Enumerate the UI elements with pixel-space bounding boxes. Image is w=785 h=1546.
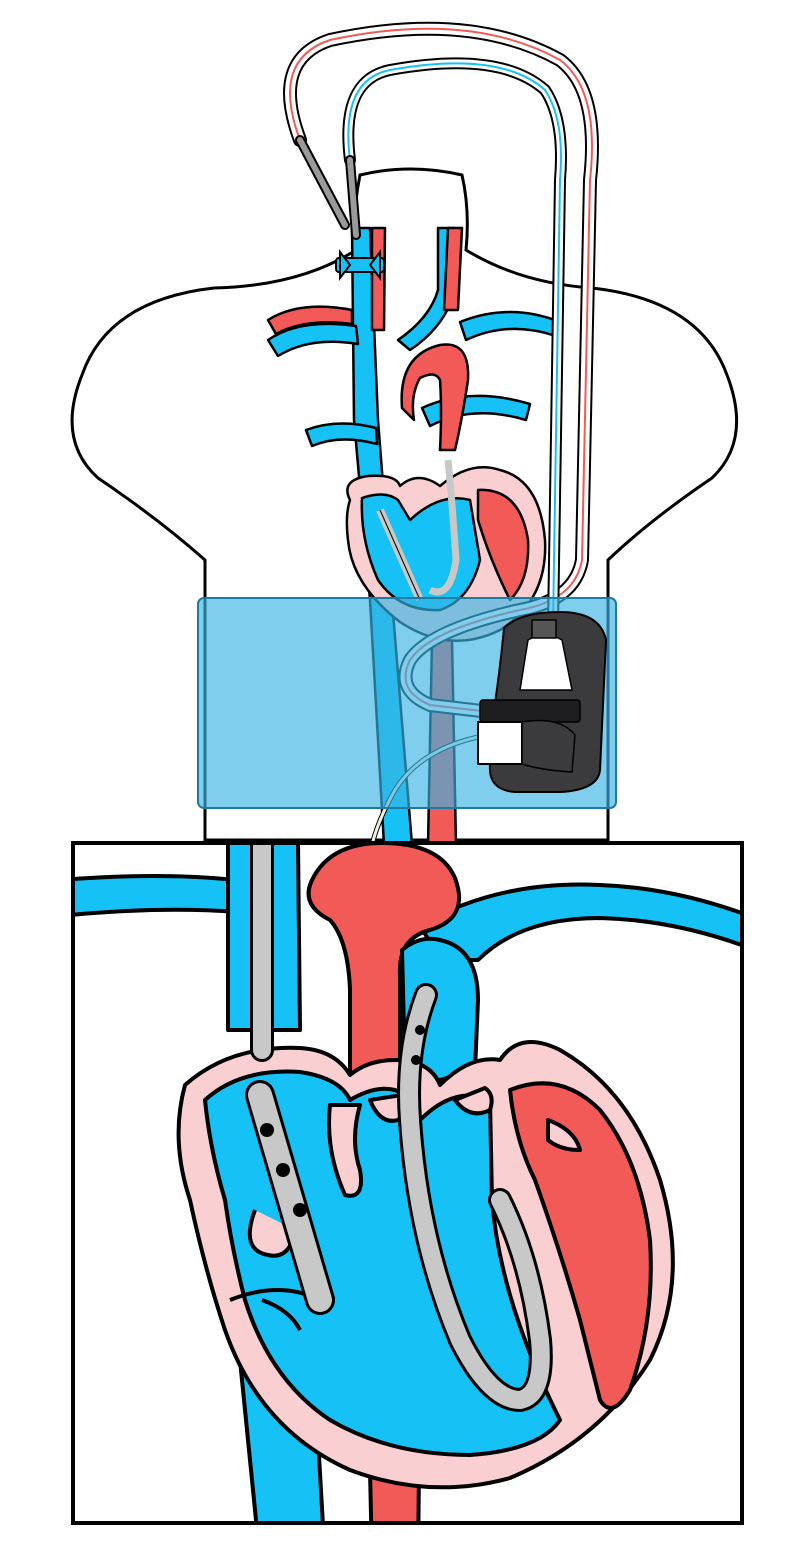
neck-clamp-icon <box>335 249 385 281</box>
heart-closeup-inset <box>71 841 744 1525</box>
catheter-holes <box>260 1025 425 1217</box>
torso-illustration <box>70 21 739 848</box>
pump-console-icon <box>477 610 608 793</box>
